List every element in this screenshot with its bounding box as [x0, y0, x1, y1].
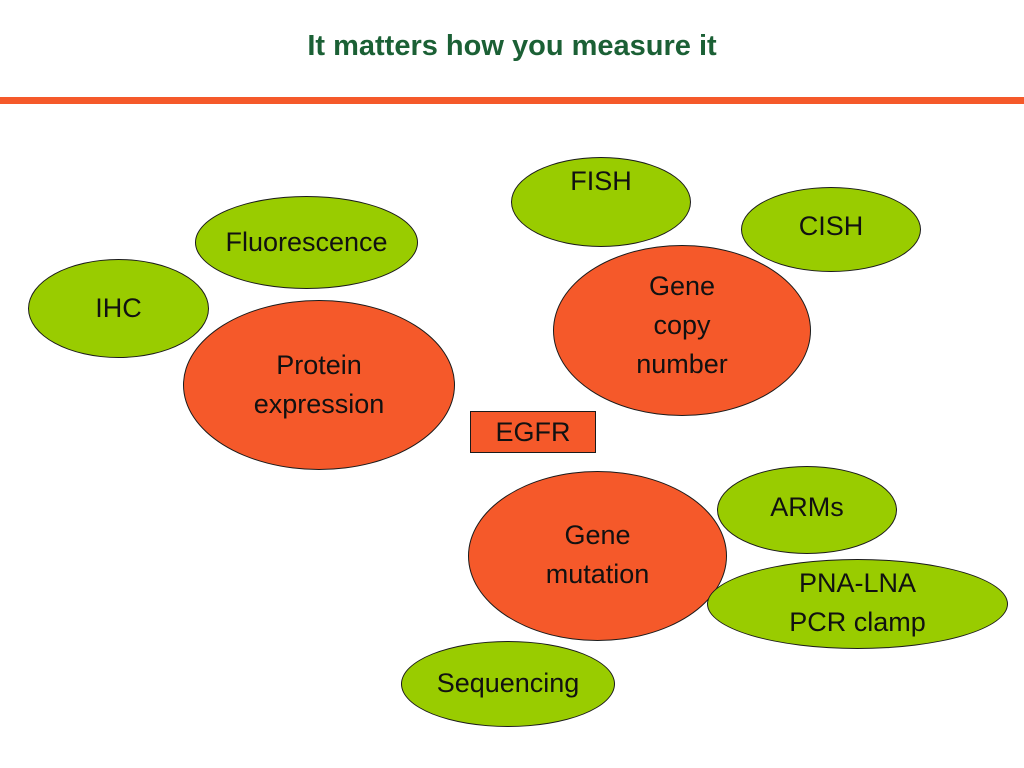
- pna-lna-line-1: PNA-LNA: [798, 567, 917, 598]
- pna-lna-label: PNA-LNA PCR clamp: [789, 564, 926, 642]
- fluorescence-label: Fluorescence: [225, 226, 388, 257]
- gene-mutation-ellipse: Gene mutation: [468, 471, 727, 641]
- egfr-label: EGFR: [495, 416, 571, 447]
- egfr-box: EGFR: [470, 411, 596, 453]
- slide-title: It matters how you measure it: [307, 30, 717, 62]
- protein-expression-label: Protein expression: [254, 346, 385, 424]
- gene-copy-number-line-1: Gene: [648, 270, 716, 301]
- arms-ellipse: ARMs: [717, 466, 897, 554]
- protein-expression-line-1: Protein: [276, 349, 362, 380]
- title-divider: [0, 97, 1024, 104]
- fish-ellipse: FISH: [511, 157, 691, 247]
- gene-copy-number-line-3: number: [636, 349, 728, 380]
- gene-mutation-line-2: mutation: [545, 559, 650, 589]
- fluorescence-ellipse: Fluorescence: [195, 196, 418, 289]
- cish-ellipse: CISH: [741, 187, 921, 272]
- fish-label: FISH: [570, 166, 632, 197]
- protein-expression-ellipse: Protein expression: [183, 300, 455, 470]
- ihc-label: IHC: [95, 292, 142, 323]
- pna-lna-ellipse: PNA-LNA PCR clamp: [707, 559, 1008, 649]
- ihc-ellipse: IHC: [28, 259, 209, 358]
- arms-label: ARMs: [770, 492, 844, 523]
- sequencing-ellipse: Sequencing: [401, 641, 615, 727]
- gene-copy-number-ellipse: Gene copy number: [553, 245, 811, 416]
- gene-copy-number-label: Gene copy number: [636, 267, 728, 384]
- protein-expression-line-2: expression: [253, 389, 385, 419]
- cish-label: CISH: [798, 210, 864, 241]
- pna-lna-line-2: PCR clamp: [789, 607, 926, 637]
- gene-mutation-line-1: Gene: [564, 519, 631, 550]
- gene-mutation-label: Gene mutation: [546, 516, 650, 594]
- sequencing-label: Sequencing: [436, 668, 580, 699]
- gene-copy-number-line-2: copy: [653, 309, 711, 340]
